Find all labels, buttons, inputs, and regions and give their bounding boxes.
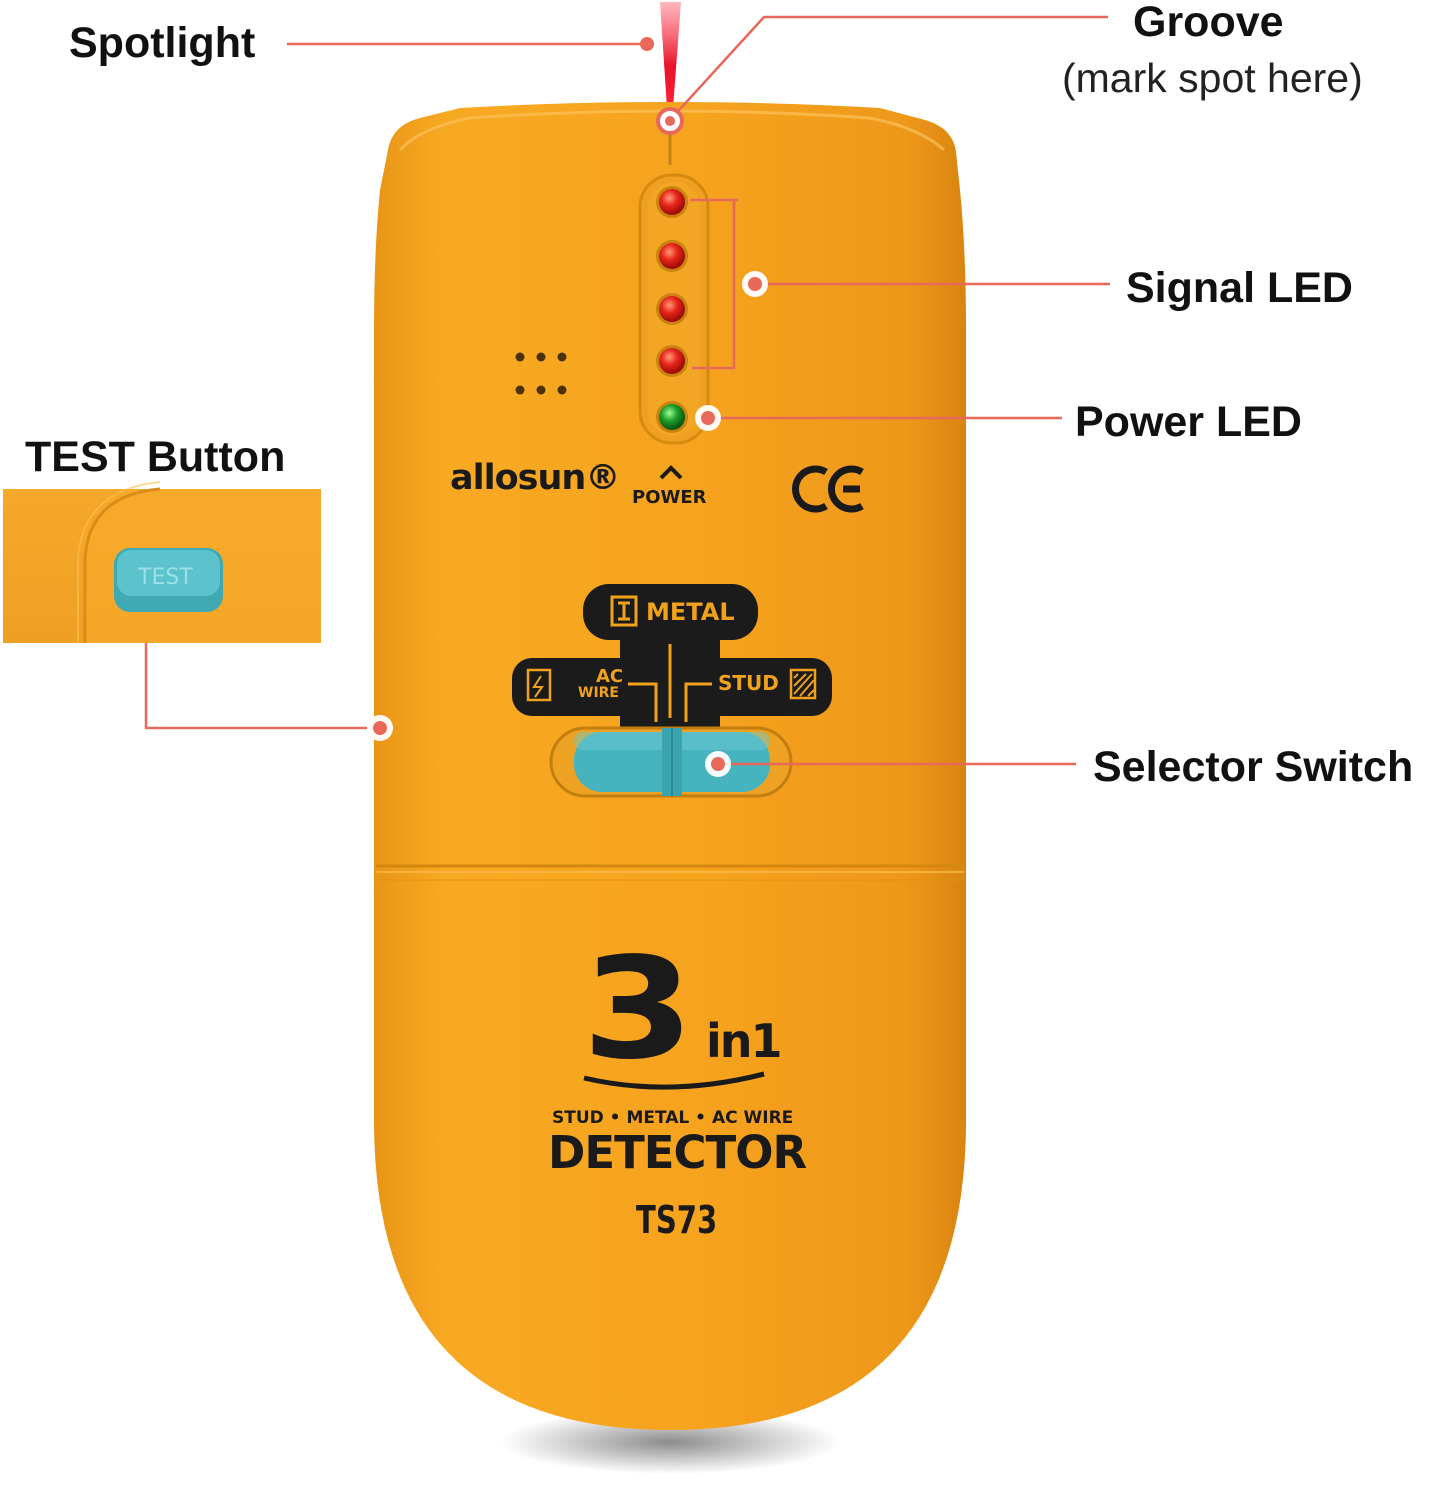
selector-switch-knob[interactable]: [574, 728, 770, 796]
spotlight-label: Spotlight: [69, 19, 256, 67]
groove-label: Groove: [1133, 0, 1284, 46]
power-led-dot-center: [701, 411, 715, 425]
led-column: [656, 186, 688, 433]
callout-dots: [367, 37, 768, 777]
mode-selector-panel: [512, 584, 832, 730]
model-number: TS73: [636, 1198, 718, 1242]
selector-switch-label: Selector Switch: [1093, 743, 1414, 791]
power-label: POWER: [632, 487, 707, 508]
test-button-dot-center: [373, 721, 387, 735]
mode-stud-label: STUD: [718, 671, 779, 695]
power-arrow-icon: [659, 465, 683, 480]
signal-led-1: [659, 189, 685, 215]
detector-title: DETECTOR: [548, 1126, 807, 1179]
test-key-label: TEST: [138, 565, 193, 590]
speaker-grille: [515, 352, 567, 395]
signal-led-dot-center: [748, 277, 762, 291]
groove-note-label: (mark spot here): [1062, 55, 1363, 101]
power-led-label: Power LED: [1075, 398, 1302, 446]
test-key[interactable]: [114, 548, 223, 612]
detector-subtitle: STUD • METAL • AC WIRE: [552, 1108, 794, 1128]
power-led: [659, 404, 685, 430]
groove-dot-center: [665, 116, 675, 126]
signal-led-label: Signal LED: [1126, 264, 1353, 312]
logo-number: 3: [582, 928, 695, 1091]
mode-wire-label: WIRE: [578, 685, 619, 701]
brand-logo: allosun®: [450, 458, 620, 498]
signal-led-3: [659, 296, 685, 322]
selector-switch-dot-center: [711, 757, 725, 771]
signal-led-4: [659, 348, 685, 374]
test-button-label: TEST Button: [25, 433, 286, 481]
laser-beam: [660, 2, 681, 108]
mode-ac-label: AC: [596, 666, 624, 687]
three-in-one-logo: [583, 1071, 765, 1090]
callout-lines: [144, 15, 1110, 766]
mode-metal-label: METAL: [646, 598, 735, 626]
logo-swoosh: [583, 1071, 765, 1090]
device-shadow: [500, 1410, 840, 1474]
spotlight-dot: [640, 37, 654, 51]
signal-led-2: [659, 243, 685, 269]
logo-suffix: in1: [706, 1014, 783, 1068]
ce-mark-icon: [792, 465, 864, 513]
